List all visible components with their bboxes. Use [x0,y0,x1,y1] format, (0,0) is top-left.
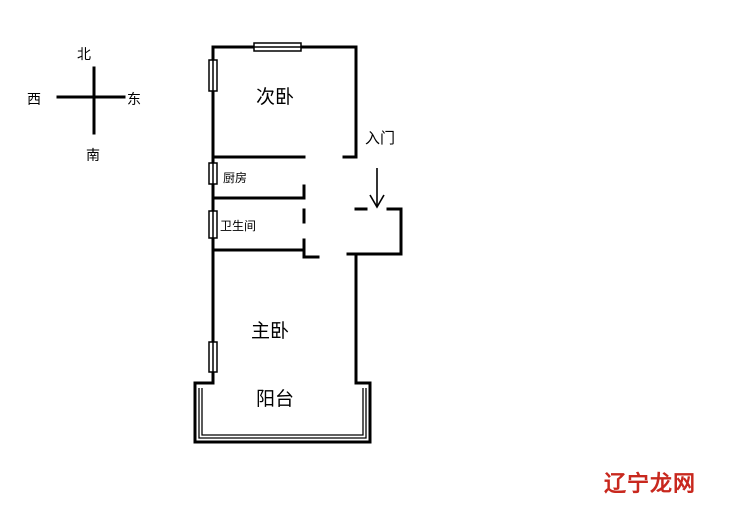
kitchen-label: 厨房 [223,171,248,185]
second-bedroom-label: 次卧 [256,86,295,108]
bathroom-label: 卫生间 [220,219,257,233]
balcony-enclosure [193,384,372,444]
watermark-logo: 辽宁龙网 [604,472,697,497]
compass-west-label: 西 [27,92,41,108]
master-bedroom-label: 主卧 [251,320,290,342]
compass-north-label: 北 [77,47,91,63]
compass-east-label: 东 [127,92,141,108]
balcony-label: 阳台 [256,388,295,410]
entrance-label: 入门 [365,129,396,147]
entrance-arrow [369,168,385,209]
compass-south-label: 南 [86,148,100,164]
